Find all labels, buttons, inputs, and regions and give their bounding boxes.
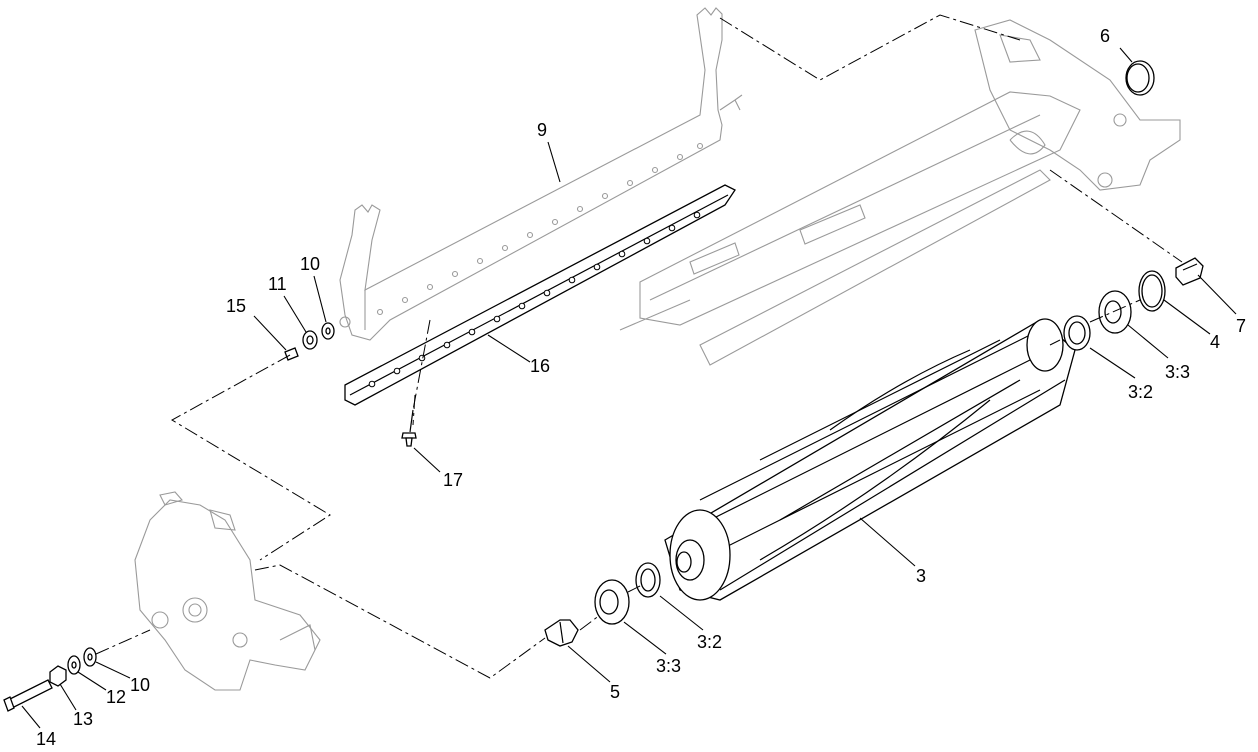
callout-17: 17 xyxy=(443,470,463,490)
assembly-centerlines xyxy=(95,14,1183,679)
nut-part-13 xyxy=(49,665,67,687)
callout-7: 7 xyxy=(1236,316,1246,336)
seal-part-3-2-right xyxy=(1063,315,1091,351)
bearing-part-3-3-left xyxy=(594,579,630,625)
o-ring-part-4 xyxy=(1138,270,1166,312)
callout-4: 4 xyxy=(1210,332,1220,352)
washer-part-12 xyxy=(67,655,81,675)
bearing-part-11 xyxy=(302,330,318,350)
leader-lines xyxy=(21,47,1237,729)
cap-part-6 xyxy=(1125,60,1155,96)
callout-3-3-left: 3:3 xyxy=(656,656,681,676)
callout-14: 14 xyxy=(36,729,56,749)
callout-5: 5 xyxy=(610,682,620,702)
callout-labels: 9 16 17 15 11 10 6 7 4 3:3 3:2 3 3:2 3:3… xyxy=(36,26,1246,749)
bedbar-part-9 xyxy=(339,7,743,341)
callout-13: 13 xyxy=(73,709,93,729)
callout-10-upper: 10 xyxy=(300,254,320,274)
callout-3-2-left: 3:2 xyxy=(697,632,722,652)
cutting-unit-frame xyxy=(619,19,1181,366)
callout-15: 15 xyxy=(226,296,246,316)
hardware-part-15 xyxy=(284,347,299,361)
bedknife-screw-part-17 xyxy=(401,409,417,447)
callout-10-lower: 10 xyxy=(130,675,150,695)
washer-part-10-upper xyxy=(321,322,335,340)
callout-3: 3 xyxy=(916,566,926,586)
callout-3-2-right: 3:2 xyxy=(1128,382,1153,402)
bearing-part-3-3-right xyxy=(1098,290,1132,334)
callout-12: 12 xyxy=(106,687,126,707)
callout-11: 11 xyxy=(268,274,287,294)
reel-part-3 xyxy=(664,318,1076,601)
bolt-part-14 xyxy=(3,679,53,712)
callout-6: 6 xyxy=(1100,26,1110,46)
bedknife-part-16 xyxy=(344,184,736,406)
left-side-plate xyxy=(134,491,321,691)
seal-part-3-2-left xyxy=(635,562,661,598)
washer-part-10-lower xyxy=(83,647,97,667)
fitting-part-7 xyxy=(1175,257,1204,286)
callout-3-3-right: 3:3 xyxy=(1165,362,1190,382)
callout-9: 9 xyxy=(537,120,547,140)
shaft-part-5 xyxy=(544,619,579,647)
callout-16: 16 xyxy=(530,356,550,376)
